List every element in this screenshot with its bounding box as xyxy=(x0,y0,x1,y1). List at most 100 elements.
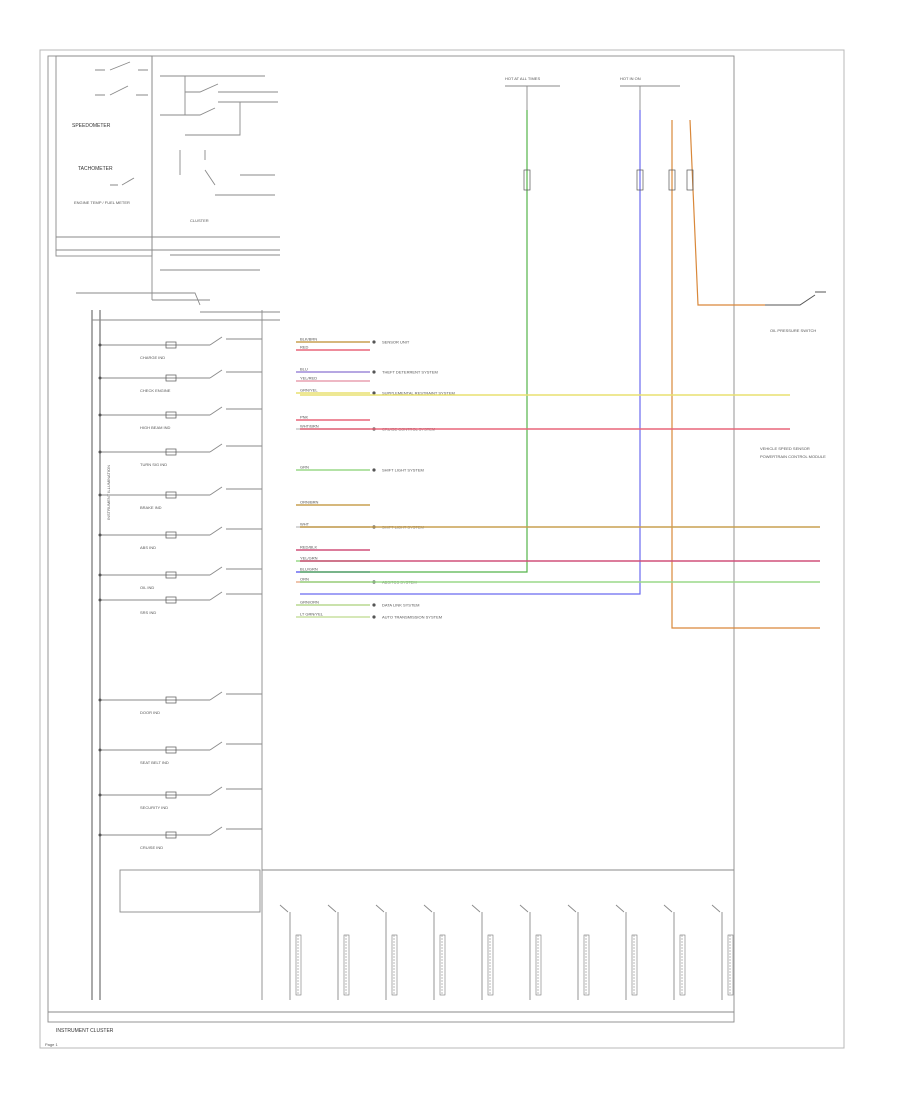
wire-row: GRN/YEL SUPPLEMENTAL RESTRAINT SYSTEM xyxy=(296,388,455,396)
wire-color-label: WHT xyxy=(300,522,310,527)
indicator-label: TURN SIG IND xyxy=(140,462,167,467)
wire-row: GRN/ORN DATA LINK SYSTEM xyxy=(296,600,419,608)
wire-color-label: BLU xyxy=(300,367,308,372)
indicator-row: DOOR IND xyxy=(98,691,262,715)
fuel-meter-label: ENGINE TEMP / FUEL METER xyxy=(74,200,130,205)
oil-switch-label: OIL PRESSURE SWITCH xyxy=(770,328,816,333)
wire-row: YEL/GRN xyxy=(296,556,370,562)
wire-color-label: YEL/RED xyxy=(300,376,317,381)
wire-color-label: PNK xyxy=(300,415,309,420)
upper-circuit-2 xyxy=(179,150,275,196)
wire-row: LT GRN/YEL AUTO TRANSMISSION SYSTEM xyxy=(296,612,442,620)
orange-wire-2 xyxy=(689,119,765,306)
fuse-feeds xyxy=(505,85,680,110)
indicator-label: OIL IND xyxy=(140,585,154,590)
bank-switch xyxy=(279,904,302,1000)
gauge-switch-1 xyxy=(95,61,148,71)
indicator-row: CHECK ENGINE xyxy=(98,369,262,393)
wire-row: PNK xyxy=(296,415,370,421)
indicator-label: SECURITY IND xyxy=(140,805,168,810)
cluster-ground-label: CLUSTER xyxy=(190,218,209,223)
indicator-row: SEAT BELT IND xyxy=(98,741,262,765)
wire-row: ORN/BRN xyxy=(296,500,370,506)
cluster-box xyxy=(47,55,735,1023)
page-marker: Page 1 xyxy=(45,1042,58,1047)
wire-color-label: WHT/BRN xyxy=(300,424,319,429)
indicator-row: TURN SIG IND xyxy=(98,443,262,467)
bottom-switch-bank xyxy=(279,904,734,1000)
upper-bus-lines xyxy=(56,236,280,271)
wire-row: WHTSHIFT LIGHT SYSTEM xyxy=(296,522,424,530)
indicator-label: SRS IND xyxy=(140,610,156,615)
indicator-row: SECURITY IND xyxy=(98,786,262,810)
wire-color-label: BLU/GRN xyxy=(300,567,318,572)
footer-label: INSTRUMENT CLUSTER xyxy=(56,1028,114,1034)
pcm-label: POWERTRAIN CONTROL MODULE xyxy=(760,454,826,459)
wire-color-label: GRN/ORN xyxy=(300,600,319,605)
bank-switch xyxy=(519,904,542,1000)
gauge-box xyxy=(55,55,153,257)
bottom-box xyxy=(119,869,261,913)
wire-color-label: ORN/BRN xyxy=(300,500,319,505)
diagram-frame xyxy=(39,49,845,1049)
wire-color-label: GRN xyxy=(300,465,309,470)
indicator-label: DOOR IND xyxy=(140,710,160,715)
wire-desc-label: SHIFT LIGHT SYSTEM xyxy=(382,468,424,473)
indicator-list: CHARGE IND CHECK ENGINE HIGH BEAM IND TURN … xyxy=(98,336,262,850)
indicator-label: CHARGE IND xyxy=(140,355,165,360)
speedometer-label: SPEEDOMETER xyxy=(72,123,111,129)
indicator-row: OIL IND xyxy=(98,566,262,590)
gauge-switch-2 xyxy=(95,85,148,96)
wire-color-label: RED xyxy=(300,345,309,350)
bank-switch xyxy=(327,904,350,1000)
wire-row: BLU/GRN xyxy=(296,567,370,573)
indicator-row: BRAKE IND xyxy=(98,486,262,510)
indicator-row: ABS IND xyxy=(98,526,262,550)
oil-switch-symbol xyxy=(765,291,826,306)
indicator-row: CHARGE IND xyxy=(98,336,262,360)
wire-desc-label: DATA LINK SYSTEM xyxy=(382,603,419,608)
indicator-label: CRUISE IND xyxy=(140,845,163,850)
bank-switch xyxy=(375,904,398,1000)
bank-switch xyxy=(567,904,590,1000)
wire-color-label: YEL/GRN xyxy=(300,556,318,561)
fuse-left-label: HOT AT ALL TIMES xyxy=(505,76,540,81)
bank-switch xyxy=(663,904,686,1000)
wire-desc-label: SENSOR UNIT xyxy=(382,340,410,345)
bank-switch xyxy=(471,904,494,1000)
wire-row: RED/BLK xyxy=(296,545,370,551)
blue-wire xyxy=(300,110,641,595)
illumination-label: INSTRUMENT ILLUMINATION xyxy=(106,465,111,520)
indicator-row: SRS IND xyxy=(98,591,262,615)
indicator-label: SEAT BELT IND xyxy=(140,760,169,765)
green-wire xyxy=(300,110,528,573)
indicator-row: HIGH BEAM IND xyxy=(98,406,262,430)
gauge-switch-3 xyxy=(110,177,135,186)
wire-desc-label: THEFT DETERRENT SYSTEM xyxy=(382,370,438,375)
bank-switch xyxy=(423,904,446,1000)
indicator-label: HIGH BEAM IND xyxy=(140,425,171,430)
wire-row: ORNABS/TCS SYSTEM xyxy=(296,577,417,585)
wire-color-label: GRN/YEL xyxy=(300,388,318,393)
vss-label: VEHICLE SPEED SENSOR xyxy=(760,446,810,451)
wire-color-label: ORN xyxy=(300,577,309,582)
wire-row: WHT/BRNCRUISE CONTROL SYSTEM xyxy=(296,424,435,432)
bank-switch xyxy=(711,904,734,1000)
wire-desc-label: AUTO TRANSMISSION SYSTEM xyxy=(382,615,442,620)
upper-circuit xyxy=(160,75,278,136)
fuse-right-label: HOT IN ON xyxy=(620,76,641,81)
indicator-label: ABS IND xyxy=(140,545,156,550)
indicator-label: CHECK ENGINE xyxy=(140,388,171,393)
bank-switch xyxy=(615,904,638,1000)
wire-row: GRN SHIFT LIGHT SYSTEM xyxy=(296,465,424,473)
tachometer-label: TACHOMETER xyxy=(78,166,113,172)
indicator-row: CRUISE IND xyxy=(98,826,262,850)
wire-color-label: BLK/BRN xyxy=(300,337,317,342)
connector-ticks xyxy=(523,169,694,191)
wire-desc-label: SUPPLEMENTAL RESTRAINT SYSTEM xyxy=(382,391,455,396)
indicator-label: BRAKE IND xyxy=(140,505,162,510)
wire-list: BLK/BRN SENSOR UNIT RED BLU THEFT DETERRENT … xyxy=(296,337,455,620)
wire-color-label: RED/BLK xyxy=(300,545,317,550)
wire-color-label: LT GRN/YEL xyxy=(300,612,324,617)
